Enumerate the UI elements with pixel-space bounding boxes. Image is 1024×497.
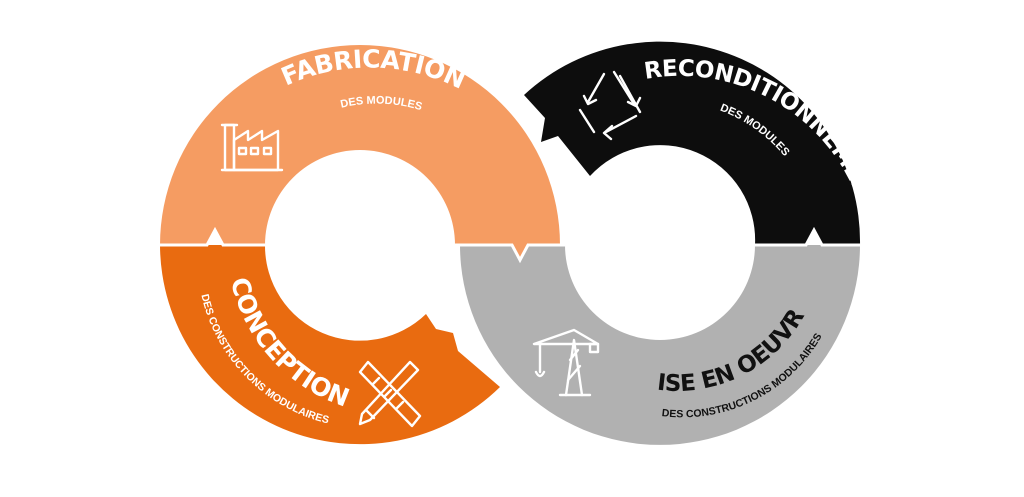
separator-center	[455, 243, 565, 264]
ruler-pencil-icon	[358, 360, 422, 428]
factory-icon	[220, 123, 284, 172]
segment-conception	[160, 245, 500, 445]
separator-left	[160, 226, 265, 247]
segment-mise-en-oeuvre	[460, 245, 860, 445]
separator-right	[755, 226, 860, 247]
crane-icon	[532, 328, 600, 397]
segment-fabrication	[160, 45, 560, 260]
recycle-icon	[578, 70, 642, 141]
segment-reconditionnement	[524, 41, 861, 245]
